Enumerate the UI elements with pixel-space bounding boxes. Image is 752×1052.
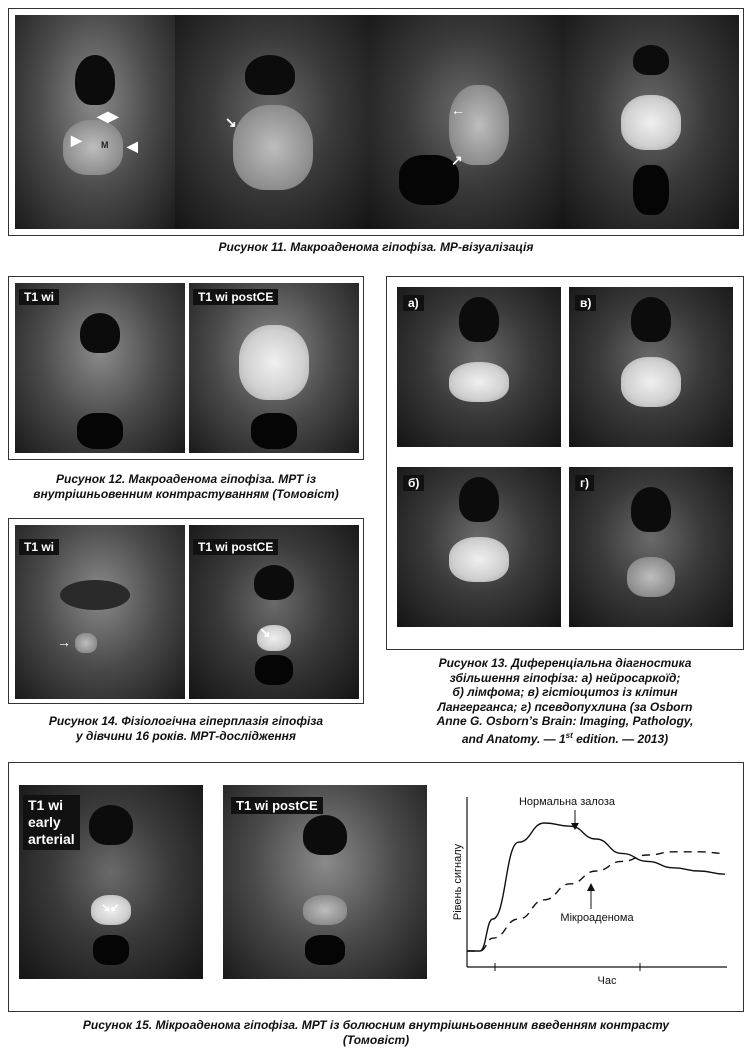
- mri-image-11c: ← ↗: [369, 15, 563, 229]
- figure-11-caption: Рисунок 11. Макроаденома гіпофіза. МР-ві…: [218, 240, 534, 254]
- label-t1wi-postce: T1 wi postCE: [193, 289, 279, 305]
- signal-curve-chart: Час Рівень сигналу Нормальна залоза Мікр…: [452, 796, 727, 987]
- mri-image-13b: б): [397, 467, 561, 627]
- arrow-icon: ←: [451, 102, 465, 118]
- annotation-microadenoma: Мікроаденома: [560, 912, 634, 924]
- mri-image-15b: T1 wi postCE: [223, 785, 427, 979]
- mri-image-11b: ↘: [175, 15, 369, 229]
- mri-image-11a: ◀▶ ▶ ◀ M: [15, 15, 175, 229]
- figure-11-panel: ◀▶ ▶ ◀ M ↘ ← ↗: [8, 8, 744, 236]
- mri-image-14b: ↘ T1 wi postCE: [189, 525, 359, 699]
- arrow-icon: ◀: [127, 138, 138, 154]
- figure-12-panel: T1 wi T1 wi postCE: [8, 276, 364, 460]
- x-axis-label: Час: [598, 975, 617, 987]
- annotation-normal-gland: Нормальна залоза: [519, 796, 616, 808]
- arrow-icon: ↘: [225, 114, 237, 130]
- label-a: а): [403, 295, 424, 311]
- label-t1wi-postce: T1 wi postCE: [193, 539, 279, 555]
- mri-image-15a: ↘↙ T1 wi early arterial: [19, 785, 203, 979]
- label-g: г): [575, 475, 594, 491]
- mri-image-12a: T1 wi: [15, 283, 185, 453]
- label-t1wi: T1 wi: [19, 289, 60, 305]
- label-t1wi-postce: T1 wi postCE: [231, 797, 323, 814]
- series-line-1: [467, 851, 726, 952]
- mri-image-13v: в): [569, 287, 733, 447]
- figure-14-panel: → T1 wi ↘ T1 wi postCE: [8, 518, 364, 704]
- mri-image-13a: а): [397, 287, 561, 447]
- figure-14-caption: Рисунок 14. Фізіологічна гіперплазія гіп…: [48, 714, 324, 743]
- arrow-icon: ▶: [71, 132, 82, 148]
- figure-13-panel: а) в) б) г): [386, 276, 744, 650]
- label-b: б): [403, 475, 425, 491]
- arrow-icon: ↗: [451, 152, 463, 168]
- figure-15-panel: ↘↙ T1 wi early arterial T1 wi postCE Час…: [8, 762, 744, 1012]
- label-v: в): [575, 295, 597, 311]
- arrow-icon: ↘: [259, 624, 271, 640]
- arrow-head-icon: [571, 823, 579, 830]
- mri-image-12b: T1 wi postCE: [189, 283, 359, 453]
- arrow-icon: ◀▶: [97, 108, 119, 124]
- marker-m: M: [101, 140, 109, 150]
- series-line-0: [467, 822, 726, 952]
- mri-image-11d: [563, 15, 739, 229]
- figure-12-caption: Рисунок 12. Макроаденома гіпофіза. МРТ і…: [33, 472, 339, 501]
- label-t1wi-early-arterial: T1 wi early arterial: [23, 795, 80, 850]
- arrow-icon: ↘↙: [101, 902, 120, 914]
- label-t1wi: T1 wi: [19, 539, 60, 555]
- mri-image-13g: г): [569, 467, 733, 627]
- arrow-icon: →: [57, 634, 71, 650]
- arrow-head-icon: [587, 883, 595, 891]
- figure-13-caption: Рисунок 13. Диференціальна діагностика з…: [436, 656, 694, 746]
- figure-15-caption: Рисунок 15. Мікроаденома гіпофіза. МРТ і…: [82, 1018, 670, 1047]
- mri-image-14a: → T1 wi: [15, 525, 185, 699]
- y-axis-label: Рівень сигналу: [452, 843, 464, 920]
